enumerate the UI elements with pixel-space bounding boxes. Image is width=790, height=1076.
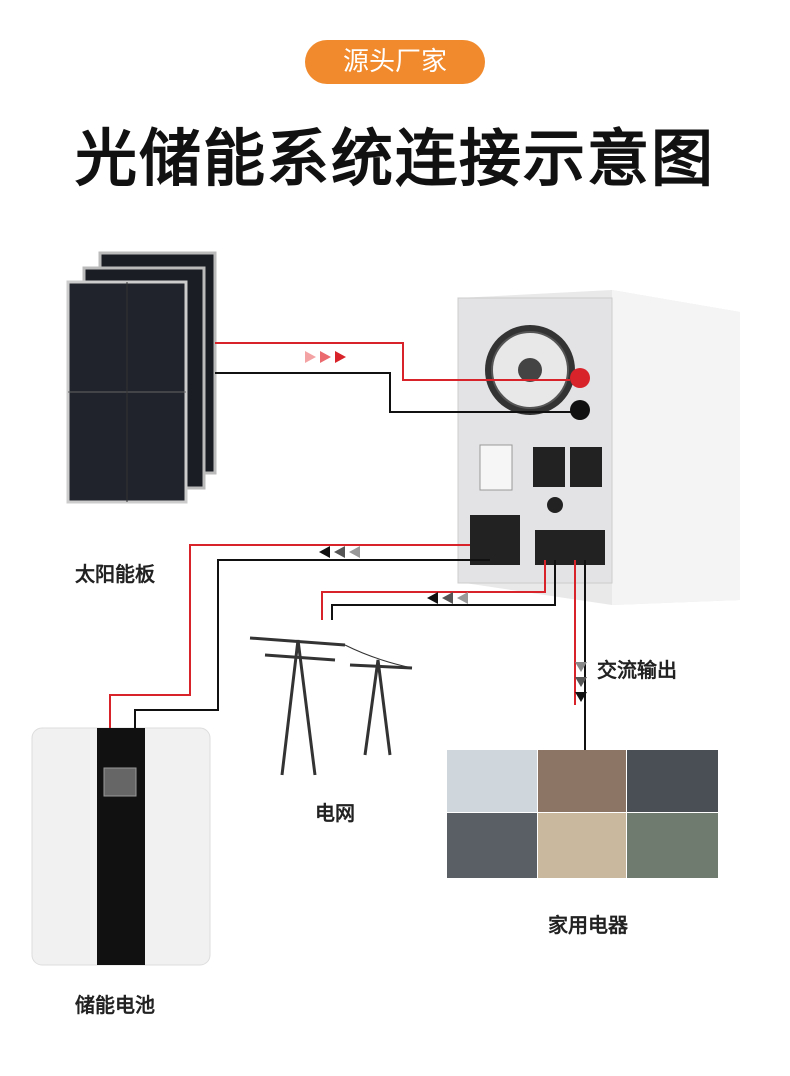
- source-factory-badge: 源头厂家: [305, 40, 485, 84]
- solar-panel-label: 太阳能板: [75, 562, 155, 586]
- power-tower: [249, 636, 413, 776]
- inverter: [457, 290, 740, 605]
- storage-battery: [31, 727, 211, 966]
- grid-label: 电网: [315, 801, 355, 825]
- ac-output-label: 交流输出: [597, 658, 677, 682]
- wires: [109, 342, 586, 750]
- solar-panels: [66, 251, 217, 504]
- appliances-label: 家用电器: [548, 913, 628, 937]
- page-title: 光储能系统连接示意图: [74, 122, 715, 195]
- battery-label: 储能电池: [75, 993, 155, 1017]
- appliances-grid: [447, 750, 718, 878]
- flow-arrows: [305, 351, 587, 702]
